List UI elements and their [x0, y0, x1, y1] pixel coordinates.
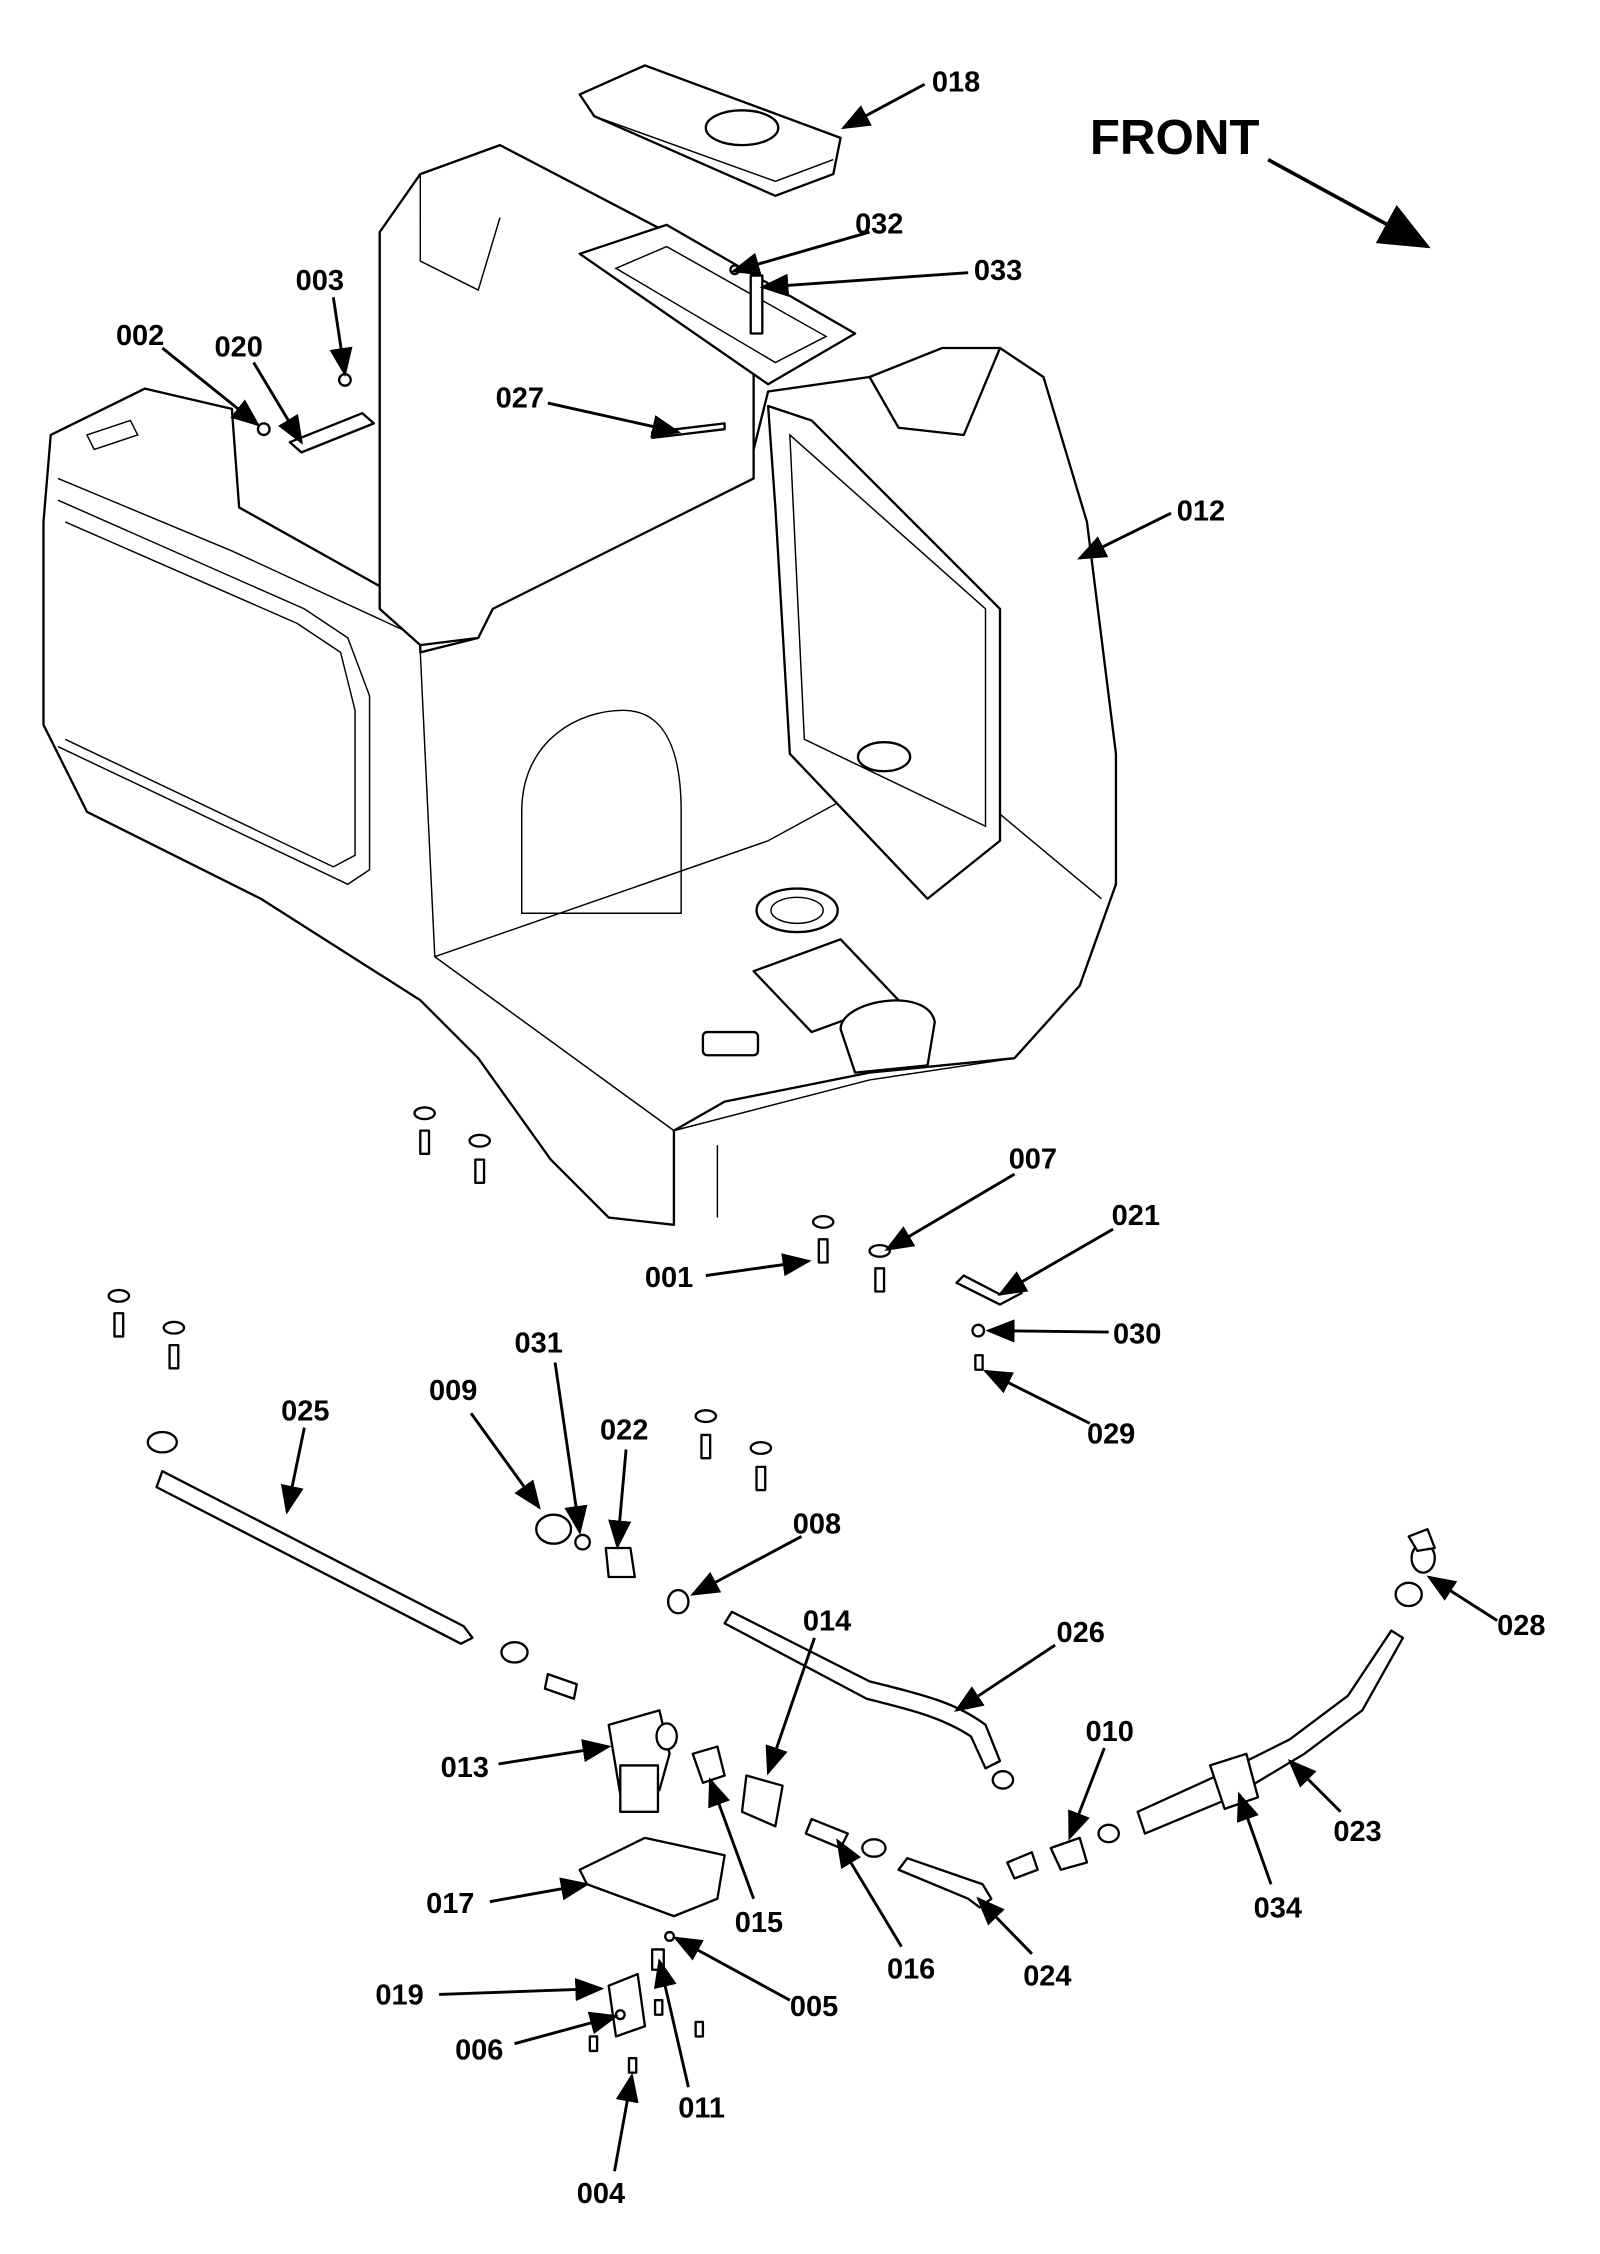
callout-007: 007 [1009, 1143, 1057, 1175]
leader-008 [690, 1535, 803, 1596]
leader-017 [489, 1877, 590, 1904]
callout-004: 004 [577, 2178, 625, 2210]
callout-016: 016 [887, 1953, 935, 1985]
leader-004 [613, 2072, 639, 2172]
callout-001: 001 [645, 1262, 693, 1294]
leader-018 [840, 82, 926, 130]
leader-024 [976, 1896, 1033, 1955]
callout-033: 033 [974, 255, 1022, 287]
leader-030 [985, 1319, 1109, 1343]
callout-012: 012 [1177, 495, 1225, 527]
callout-014: 014 [803, 1606, 851, 1638]
callout-013: 013 [441, 1752, 489, 1784]
callout-025: 025 [281, 1395, 329, 1427]
leader-025 [280, 1427, 306, 1515]
callout-010: 010 [1086, 1716, 1134, 1748]
leader-006 [514, 2011, 619, 2046]
leader-005 [672, 1936, 791, 2002]
callout-009: 009 [429, 1375, 477, 1407]
callout-008: 008 [793, 1509, 841, 1541]
recovery-tank-body [42, 143, 1118, 1226]
leader-027 [547, 401, 682, 438]
leader-029 [982, 1369, 1091, 1425]
leader-009 [469, 1412, 541, 1510]
leader-020 [252, 361, 303, 445]
callout-024: 024 [1023, 1961, 1071, 1993]
callout-029: 029 [1087, 1419, 1135, 1451]
lid-part-018 [578, 64, 842, 197]
leader-021 [997, 1227, 1114, 1296]
front-direction-arrow-icon [1267, 158, 1431, 249]
callout-021: 021 [1112, 1200, 1160, 1232]
leader-002 [161, 346, 261, 427]
callout-020: 020 [214, 332, 262, 364]
callout-027: 027 [496, 382, 544, 414]
callouts: 018 032 033 003 002 020 027 012 007 021 … [116, 66, 1546, 2210]
leader-028 [1426, 1575, 1498, 1622]
leader-022 [608, 1449, 632, 1550]
callout-022: 022 [600, 1414, 648, 1446]
callout-003: 003 [296, 265, 344, 297]
leader-026 [954, 1643, 1056, 1712]
leader-015 [708, 1777, 755, 1900]
callout-026: 026 [1057, 1617, 1105, 1649]
leader-010 [1068, 1747, 1106, 1841]
callout-002: 002 [116, 320, 164, 352]
leader-014 [765, 1637, 816, 1776]
hose-assembly [146, 1430, 1436, 2074]
leader-016 [836, 1838, 903, 1948]
callout-018: 018 [932, 66, 980, 98]
leader-032 [730, 230, 870, 276]
leader-033 [759, 271, 969, 297]
leader-011 [653, 1958, 690, 2088]
callout-023: 023 [1333, 1816, 1381, 1848]
callout-034: 034 [1254, 1893, 1302, 1925]
leader-012 [1077, 511, 1172, 560]
leader-013 [498, 1739, 612, 1766]
leader-031 [553, 1362, 588, 1535]
leader-007 [884, 1172, 1016, 1251]
callout-019: 019 [375, 1980, 423, 2012]
callout-032: 032 [855, 209, 903, 241]
callout-031: 031 [514, 1327, 562, 1359]
callout-030: 030 [1113, 1319, 1161, 1351]
callout-006: 006 [455, 2035, 503, 2067]
leader-019 [439, 1977, 605, 2002]
callout-028: 028 [1497, 1610, 1545, 1642]
front-direction-label: FRONT [1090, 110, 1260, 165]
leader-003 [329, 297, 353, 377]
leader-034 [1236, 1791, 1273, 1885]
callout-005: 005 [790, 1991, 838, 2023]
leader-001 [705, 1253, 812, 1277]
leader-023 [1287, 1759, 1342, 1813]
callout-015: 015 [735, 1907, 783, 1939]
callout-017: 017 [426, 1888, 474, 1920]
callout-011: 011 [678, 2093, 725, 2125]
